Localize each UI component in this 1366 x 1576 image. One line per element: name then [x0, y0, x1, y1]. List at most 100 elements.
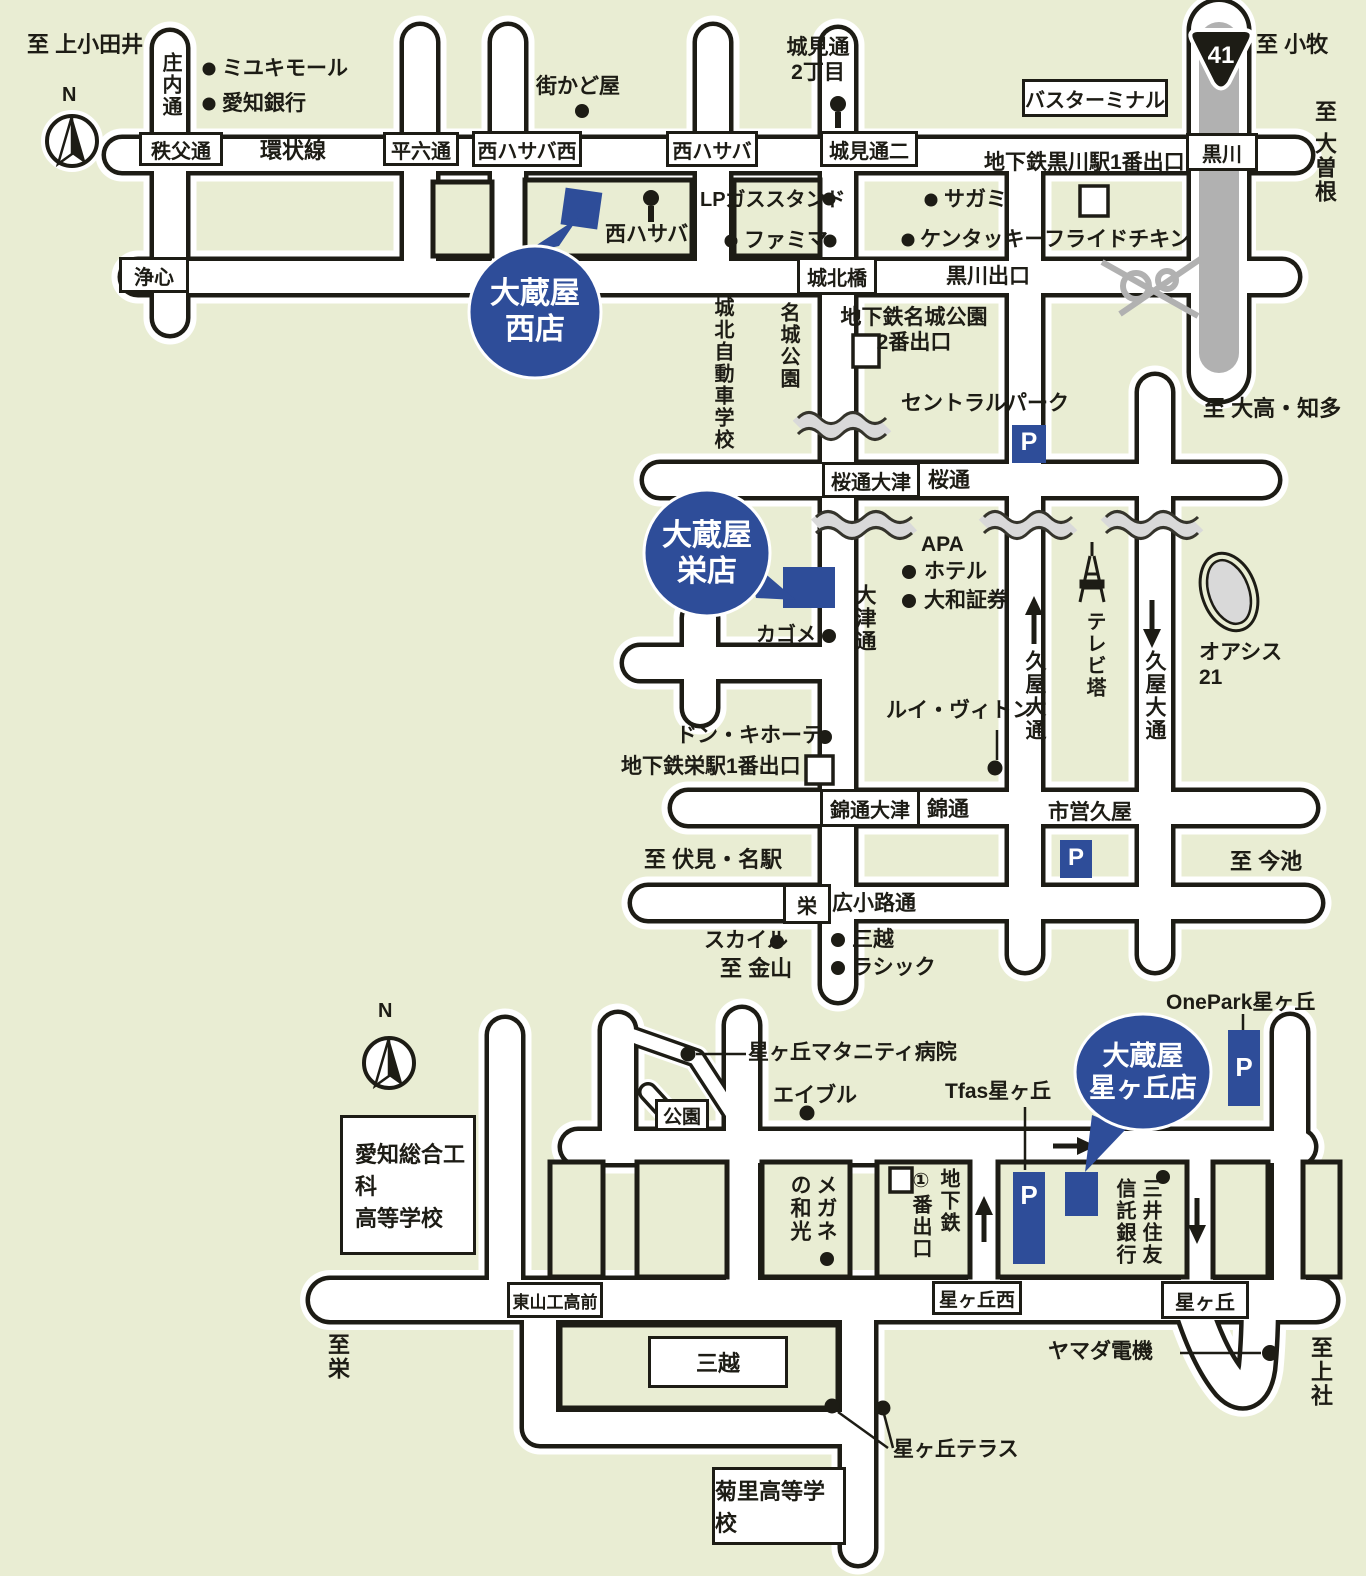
- balloon-west: [467, 244, 603, 380]
- junction-nishi-hasaba: 西ハサバ: [666, 131, 758, 167]
- poi-apa-hotel: ホテル: [924, 560, 987, 583]
- dest-kamiyashiro: 至上社: [1308, 1336, 1333, 1408]
- blue-markers: [560, 187, 1260, 1264]
- poi-mitsui-col1: 三井住友: [1139, 1178, 1161, 1266]
- road-shonai-dori: 庄内通: [159, 52, 181, 118]
- poi-sakae-exit: 地下鉄栄駅1番出口: [621, 755, 801, 778]
- route41-badge: 41: [1188, 28, 1254, 91]
- poi-louis-vuitton: ルイ・ヴィトン: [886, 699, 1033, 722]
- poi-kurokawa-exit: 地下鉄黒川駅1番出口: [984, 151, 1185, 174]
- poi-sagami: サガミ: [944, 188, 1007, 211]
- poi-lachic: ラシック: [852, 956, 936, 979]
- poi-meijo-koen: 名城公園: [777, 302, 799, 390]
- poi-koen: 公園: [655, 1099, 709, 1131]
- landmark-dots: [202, 62, 1278, 1416]
- route41-number: 41: [1208, 42, 1235, 69]
- road-kanjosen: 環状線: [260, 138, 327, 163]
- poi-aichi-sogo-koka: 愛知総合工科 高等学校: [340, 1115, 476, 1255]
- poi-hoshigaoka-terrace: 星ヶ丘テラス: [893, 1438, 1019, 1461]
- poi-onepark: OnePark星ヶ丘: [1166, 991, 1316, 1014]
- road-hisaya-odori-east: 久屋大通: [1143, 650, 1166, 742]
- river-marks: [792, 411, 1204, 540]
- poi-tfas: Tfas星ヶ丘: [945, 1080, 1052, 1103]
- parking-icon-tfas: P: [1020, 1180, 1038, 1210]
- poi-yamada-denki: ヤマダ電機: [1048, 1340, 1153, 1363]
- dest-imaike: 至 今池: [1230, 849, 1303, 874]
- poi-chikatetsu-exit-col1: 地下鉄: [937, 1168, 959, 1234]
- junction-shiromi-ni: 城見通二: [820, 131, 918, 167]
- poi-kikuzato-koko: 菊里高等学校: [712, 1467, 846, 1545]
- tv-tower-icon: [1078, 542, 1106, 603]
- poi-bus-terminal: バスターミナル: [1022, 79, 1168, 117]
- junction-higashiyama-kokomae: 東山工高前: [507, 1282, 603, 1318]
- leader-lines: [696, 730, 1261, 1450]
- poi-kagome: カゴメ: [756, 624, 816, 646]
- poi-megane-wako-col1: メガネ: [814, 1174, 837, 1243]
- junction-hoshigaoka: 星ヶ丘: [1161, 1281, 1249, 1319]
- poi-daiwa-shoken: 大和証券: [924, 589, 1008, 612]
- poi-machikadoya: 街かど屋: [536, 75, 620, 98]
- poi-lp-gas: LPガススタンド: [700, 189, 846, 211]
- poi-able: エイブル: [773, 1084, 857, 1107]
- poi-shiei-hisaya: 市営久屋: [1048, 801, 1132, 824]
- junction-kurokawa: 黒川: [1186, 133, 1258, 171]
- compass-icon-top: [41, 110, 103, 172]
- road-hirokoji-dori: 広小路通: [832, 892, 916, 915]
- compass-icon-bottom: [362, 1036, 416, 1090]
- compass-n-top: N: [62, 84, 77, 106]
- poi-johoku-driving-school: 城北自動車学校: [711, 297, 733, 451]
- road-hisaya-odori-west: 久屋大通: [1023, 650, 1046, 742]
- poi-mitsukoshi-hoshigaoka: 三越: [648, 1336, 788, 1388]
- poi-miyuki-mall: ミユキモール: [222, 57, 348, 80]
- poi-famima: ファミマ: [744, 229, 828, 252]
- store-label-hoshigaoka: 大蔵屋 星ヶ丘店: [1089, 1041, 1197, 1104]
- kurokawa-interchange-ramp: [1100, 255, 1204, 319]
- dest-ozone: 至 大曽根: [1312, 100, 1337, 205]
- signal-icons: [643, 96, 846, 222]
- compass-n-bottom: N: [378, 1000, 393, 1022]
- junction-hoshigaoka-nishi: 星ヶ丘西: [932, 1281, 1022, 1315]
- balloon-sakae: [642, 488, 772, 618]
- poi-mitsukoshi-sakae: 三越: [852, 928, 894, 951]
- store-marker-sakae: [783, 567, 835, 608]
- poi-tv-tower: テレビ塔: [1083, 611, 1105, 699]
- poi-shiromi-2chome: 城見通 2丁目: [786, 36, 850, 84]
- poi-apa: APA: [921, 533, 964, 556]
- junction-chichibu-dori: 秩父通: [139, 132, 223, 166]
- poi-nishi-hasaba-signal: 西ハサバ: [605, 223, 689, 246]
- store-label-sakae: 大蔵屋 栄店: [662, 519, 752, 588]
- road-nishiki-dori: 錦通: [927, 798, 969, 821]
- poi-aichi-bank: 愛知銀行: [222, 92, 306, 115]
- poi-kentucky: ケンタッキーフライドチキン: [920, 228, 1191, 251]
- oasis21-shape: [1198, 551, 1260, 633]
- junction-sakura-otsu: 桜通大津: [822, 462, 920, 498]
- store-marker-hoshigaoka: [1065, 1172, 1098, 1216]
- junction-josin: 浄心: [119, 257, 189, 293]
- dest-komaki: 至 小牧: [1256, 32, 1329, 57]
- junction-sakae: 栄: [783, 884, 831, 924]
- poi-don-quijote: ドン・キホーテ: [676, 724, 823, 747]
- poi-meijo-exit: 地下鉄名城公園 2番出口: [840, 306, 988, 354]
- dest-fushimi-meieki: 至 伏見・名駅: [644, 847, 783, 872]
- junction-johoku-bashi: 城北橋: [797, 257, 877, 295]
- junction-heiroku-dori: 平六通: [383, 132, 459, 166]
- junction-nishiki-otsu: 錦通大津: [820, 789, 920, 827]
- direction-arrows: [975, 596, 1206, 1244]
- poi-megane-wako-col2: の和光: [788, 1174, 811, 1243]
- poi-maternity-hospital: 星ヶ丘マタニティ病院: [748, 1041, 957, 1064]
- balloon-hoshigaoka: [1073, 1012, 1213, 1132]
- poi-oasis21: オアシス 21: [1199, 641, 1283, 689]
- road-sakura-dori: 桜通: [928, 469, 970, 492]
- dest-kanayama: 至 金山: [720, 956, 793, 981]
- subway-exit-squares: [804, 184, 1110, 1194]
- poi-central-park: セントラルパーク: [901, 392, 1069, 415]
- parking-icon-shiei-hisaya: P: [1067, 844, 1084, 871]
- store-label-west: 大蔵屋 西店: [490, 277, 580, 346]
- parking-icon-central-park: P: [1020, 428, 1038, 456]
- dest-odaka-chita: 至 大高・知多: [1203, 396, 1342, 421]
- poi-mitsui-col2: 信託銀行: [1113, 1178, 1135, 1266]
- store-balloons: [467, 218, 1213, 1172]
- poi-skyle: スカイル: [704, 929, 788, 952]
